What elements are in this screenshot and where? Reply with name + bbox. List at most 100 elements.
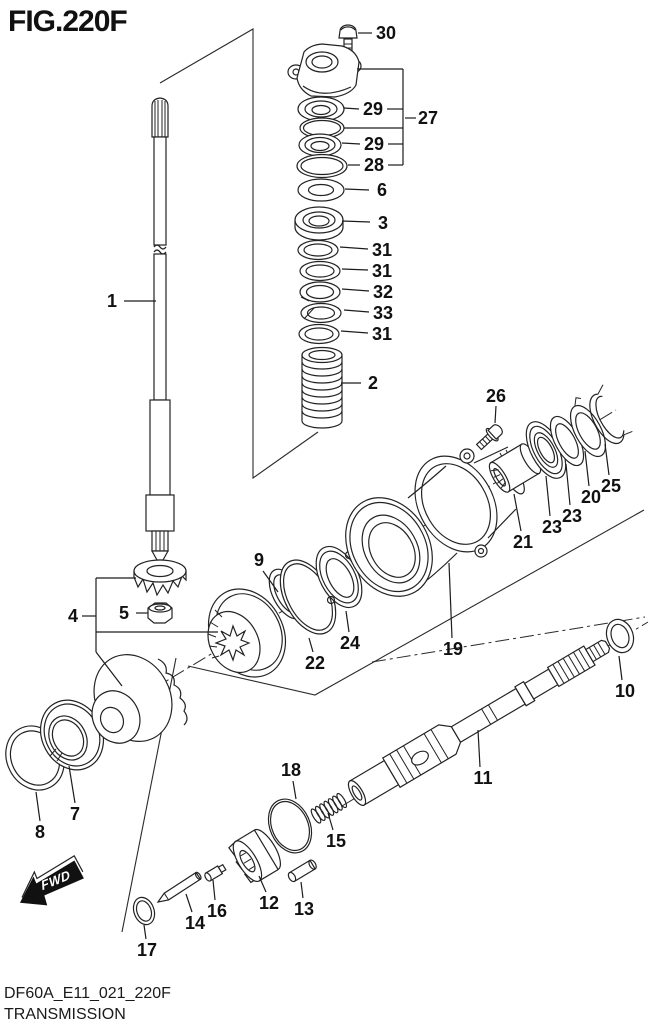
thrust-bearing [315,545,363,609]
oil-seal-29b [298,133,342,157]
shim-31a [297,239,339,261]
callout-leader-29 [343,107,360,110]
callout-label-12: 12 [259,893,279,913]
callout-leader-8 [35,791,41,822]
callout-label-30: 30 [376,23,396,43]
callout-label-32: 32 [373,282,393,302]
bolt-26 [475,424,503,451]
callout-leader-32 [341,288,370,292]
callout-leader-9 [262,570,279,593]
washer-10 [605,618,635,654]
callout-label-31: 31 [372,240,392,260]
callout-leader-12 [258,875,267,893]
callout-label-13: 13 [294,899,314,919]
callout-leader-25 [604,443,610,476]
callout-leader-33 [343,309,370,313]
callout-leader-11 [477,729,481,768]
driveshaft-1 [145,97,175,561]
part-code: DF60A_E11_021_220F [4,985,171,1002]
callout-label-23: 23 [562,506,582,526]
forward-gear [91,654,188,744]
callout-label-5: 5 [119,603,129,623]
callout-label-29: 29 [363,99,383,119]
callout-leader-24 [345,610,350,633]
callout-label-16: 16 [207,901,227,921]
callout-label-26: 26 [486,386,506,406]
callout-leader-16 [212,879,216,901]
callout-leader-10 [618,655,623,681]
callout-leader-19 [448,562,453,639]
callout-label-8: 8 [35,822,45,842]
callout-label-19: 19 [443,639,463,659]
callout-leader-7 [68,765,76,804]
ring-17 [132,896,156,926]
callout-leader-13 [300,881,304,899]
callout-label-4: 4 [68,606,78,626]
figure-title: FIG.220F [8,5,127,38]
callout-label-31: 31 [372,324,392,344]
callout-leader-3 [341,220,371,223]
callout-leader-29 [341,142,361,145]
callout-leader-15 [327,812,334,831]
pin-13 [287,859,317,883]
callout-label-15: 15 [326,831,346,851]
washer-6 [297,178,345,202]
callout-label-33: 33 [373,303,393,323]
callout-label-7: 7 [70,804,80,824]
callout-label-6: 6 [377,180,387,200]
callout-label-14: 14 [185,913,205,933]
callout-label-31: 31 [372,261,392,281]
carrier-washer-centerline [371,616,646,663]
callout-leader-23 [565,463,571,506]
callout-label-23: 23 [542,517,562,537]
callout-leader-17 [143,924,147,940]
fwd-arrow: FWD [19,855,84,906]
callout-label-24: 24 [340,633,360,653]
bearing-7 [39,699,105,771]
callout-label-9: 9 [254,550,264,570]
rod-14 [156,871,202,903]
callout-label-29: 29 [364,134,384,154]
gear-carrier-group-outline [187,509,645,696]
callout-label-3: 3 [378,213,388,233]
upper-stack [287,24,362,429]
clip-25 [589,384,633,445]
callout-label-25: 25 [601,476,621,496]
shim-31c [298,323,340,345]
gasket-28 [296,153,348,179]
callout-leader-6 [344,188,370,191]
clutch-gear-22 [207,588,287,678]
callout-leader-4 [95,651,123,687]
callout-leader-23 [545,475,551,517]
fwd-arrow-body [19,860,84,906]
callout-label-20: 20 [581,487,601,507]
callout-label-22: 22 [305,653,325,673]
callout-label-28: 28 [364,155,384,175]
callout-label-21: 21 [513,532,533,552]
pinion-nut-5 [147,602,173,624]
propeller-shaft-11 [347,639,611,806]
callout-leader-31 [341,268,369,271]
callout-leader-14 [185,893,193,913]
callout-leader-18 [292,780,297,800]
driveshaft-group-outline [159,28,319,480]
bearing-3 [294,206,344,241]
wave-washer-33 [300,302,342,324]
spring-15 [310,792,348,824]
callout-leader-26 [494,405,497,424]
callout-label-1: 1 [107,291,117,311]
callout-leader-31 [340,330,369,334]
oil-seal-29a [297,96,345,122]
pinion-gear-4 [133,559,187,597]
callout-label-2: 2 [368,373,378,393]
callout-label-27: 27 [418,108,438,128]
callout-label-17: 17 [137,940,157,960]
callout-leader-21 [513,493,522,532]
callout-leader-22 [308,637,314,653]
bearing-housing-cap [287,43,362,98]
callout-leader-31 [339,246,369,250]
ring-18 [267,798,313,854]
